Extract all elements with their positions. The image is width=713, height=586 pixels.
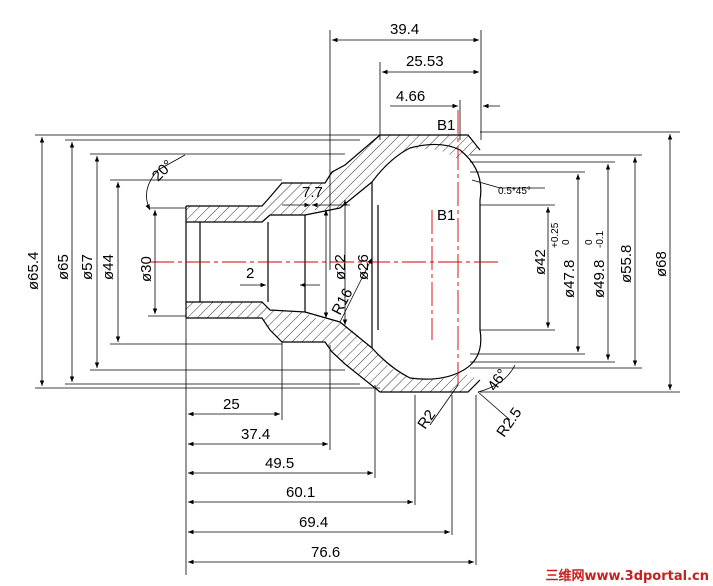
- tol-47-8-lower: 0: [561, 239, 572, 245]
- dim-25-53: 25.53: [406, 53, 444, 70]
- dim-60-1: 60.1: [286, 484, 315, 501]
- inner-dimensions: ø22 ø26 2 7.7 R16: [240, 184, 373, 325]
- dim-d55-8: ø55.8: [618, 245, 635, 283]
- dim-69-4: 69.4: [299, 514, 328, 531]
- section-label-b1-inner: B1: [437, 207, 455, 224]
- chamfer-label: 0.5*45°: [498, 186, 531, 197]
- radius-r2: R2: [414, 407, 439, 432]
- dim-d44: ø44: [100, 254, 117, 280]
- dim-d65: ø65: [55, 254, 72, 280]
- dim-d68: ø68: [653, 251, 670, 277]
- dim-2: 2: [246, 265, 254, 282]
- dim-76-6: 76.6: [311, 544, 340, 561]
- dim-7-7: 7.7: [302, 184, 323, 201]
- watermark: 三维网www.3dportal.cn: [545, 569, 709, 584]
- dim-d65-4: ø65.4: [25, 252, 42, 290]
- dim-d49-8: ø49.8: [591, 260, 608, 298]
- dim-4-66: 4.66: [396, 88, 425, 105]
- dim-39-4: 39.4: [390, 21, 419, 38]
- dim-d42: ø42: [532, 249, 549, 275]
- tol-47-8-upper: +0.25: [550, 222, 561, 248]
- dim-25: 25: [223, 396, 240, 413]
- angle-46: 46°: [484, 366, 511, 394]
- section-label-b1-top: B1: [437, 117, 455, 134]
- angle-20: 20°: [149, 157, 177, 185]
- dim-r16: R16: [329, 286, 357, 318]
- dim-d30: ø30: [138, 256, 155, 282]
- dim-d57: ø57: [79, 254, 96, 280]
- tol-49-8-upper: 0: [584, 239, 595, 245]
- left-diameter-dimensions: ø65.4 ø65 ø57 ø44 ø30: [25, 134, 380, 389]
- dim-49-5: 49.5: [265, 455, 294, 472]
- dim-d22: ø22: [332, 254, 349, 280]
- dim-d26: ø26: [355, 254, 372, 280]
- tol-49-8-lower: -0.1: [595, 230, 606, 248]
- dim-d47-8: ø47.8: [561, 260, 578, 298]
- right-diameter-dimensions: ø42 ø47.8 +0.25 0 ø49.8 0 -0.1 ø55.8 ø68: [470, 131, 680, 393]
- top-dimensions: 39.4 25.53 4.66: [329, 21, 500, 270]
- dim-37-4: 37.4: [241, 426, 270, 443]
- bottom-dimensions: 25 37.4 49.5 60.1 69.4 76.6: [185, 318, 477, 575]
